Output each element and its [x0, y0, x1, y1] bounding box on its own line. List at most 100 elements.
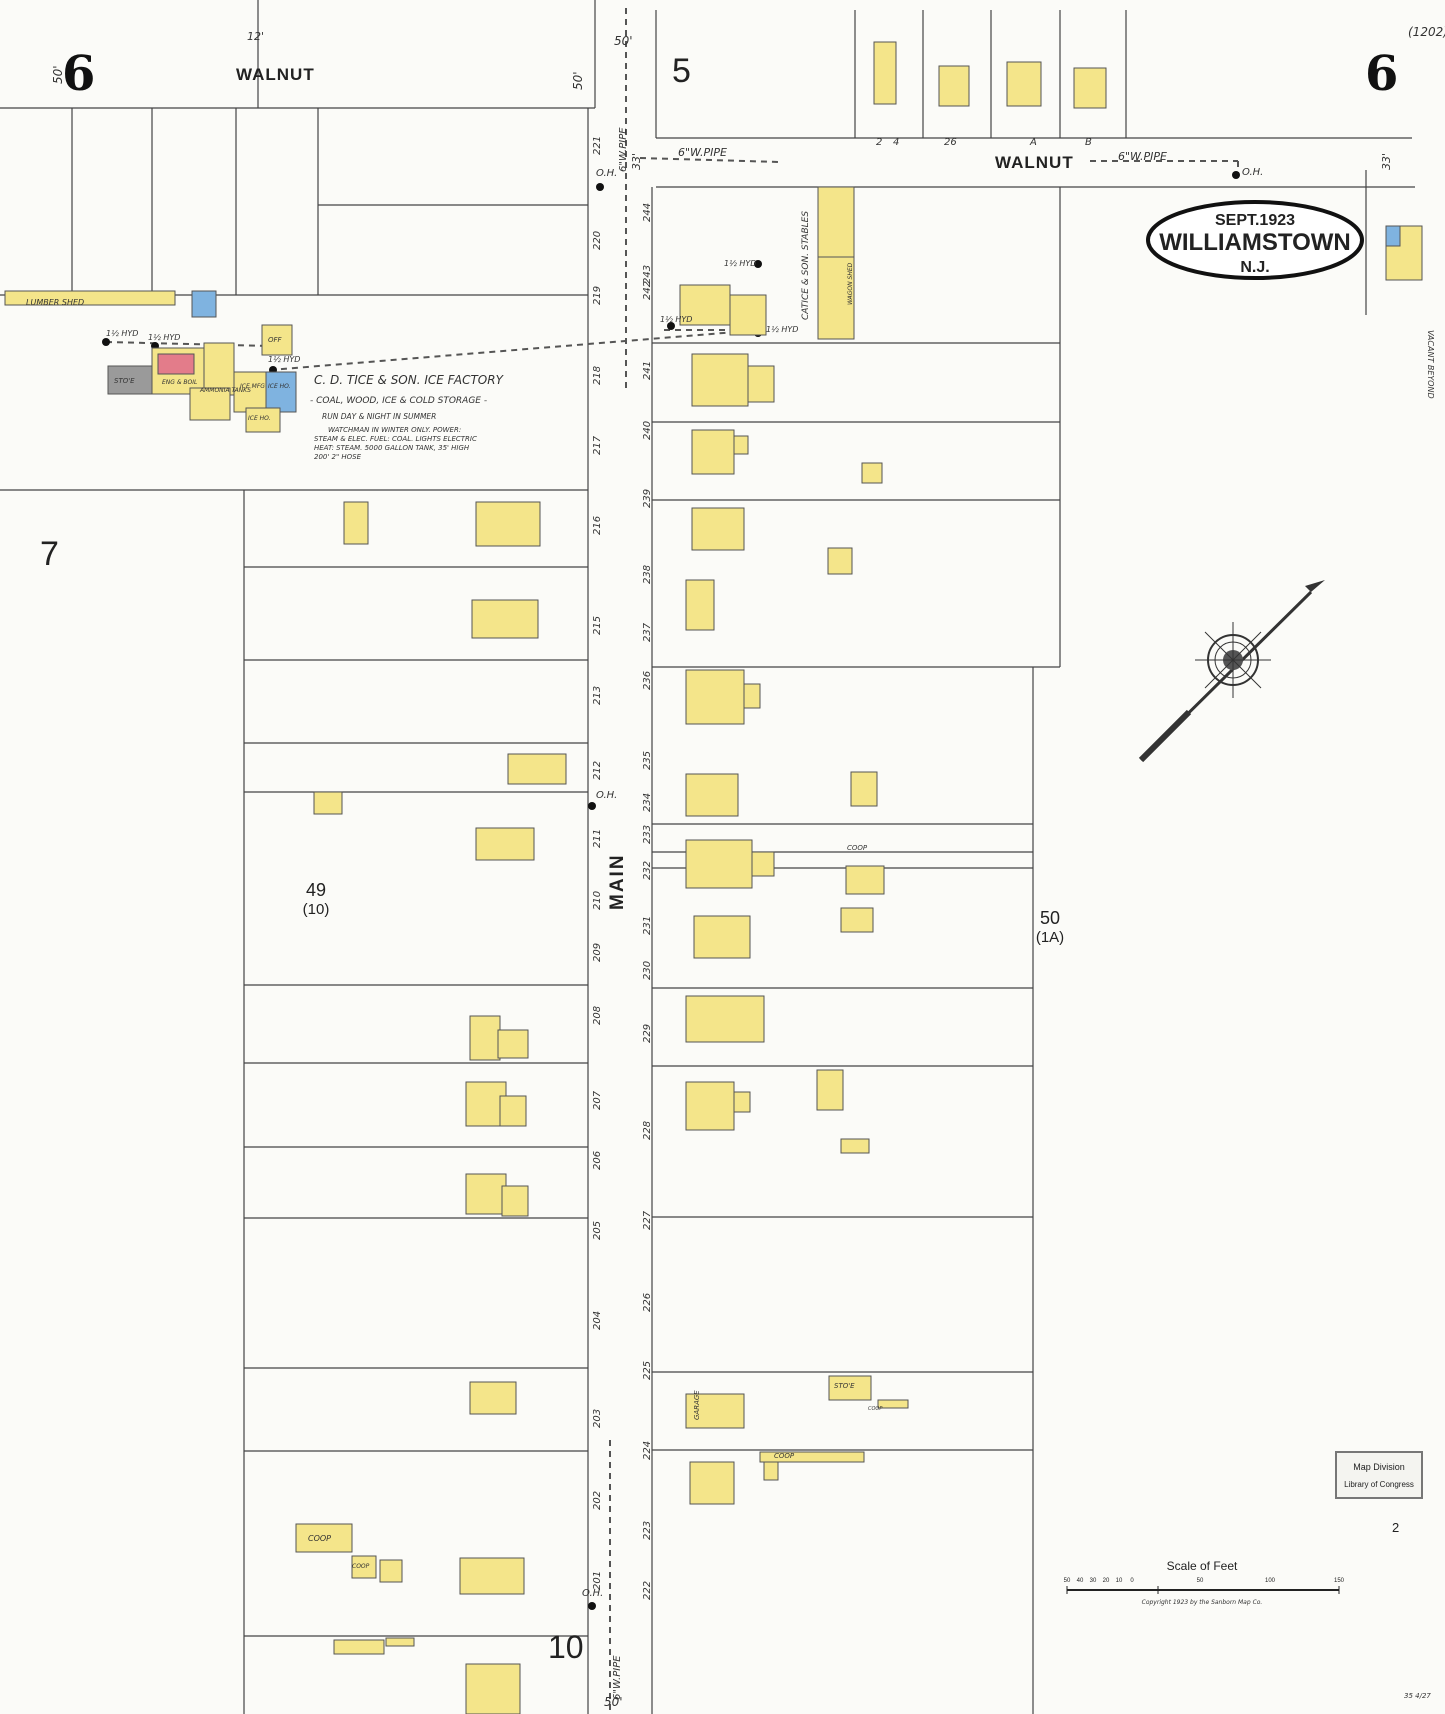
- sheet-corner-ref: (1202): [1408, 25, 1445, 39]
- block-5-label: 5: [672, 52, 691, 90]
- oh-label-2: O.H.: [1242, 167, 1263, 178]
- building-58: [499, 1095, 527, 1127]
- factory-name: C. D. TICE & SON. ICE FACTORY: [314, 373, 505, 387]
- house-number-west-19: 201: [592, 1571, 603, 1590]
- house-number-west-4: 217: [592, 435, 603, 455]
- building-label-1: STO'E: [114, 377, 135, 385]
- house-number-east-15: 229: [642, 1024, 653, 1043]
- building-51: [471, 599, 539, 639]
- building-32: [850, 771, 878, 807]
- building-34: [751, 851, 775, 877]
- house-number-east-6: 238: [642, 565, 653, 584]
- building-28: [685, 579, 715, 631]
- oh-label-1: O.H.: [596, 168, 617, 179]
- building-23: [691, 429, 735, 475]
- house-number-west-9: 211: [592, 829, 603, 848]
- house-number-west-17: 203: [592, 1409, 603, 1428]
- building-label-5: ICE HO.: [268, 383, 291, 390]
- building-66: [333, 1639, 385, 1655]
- house-number-east-9: 235: [642, 751, 653, 770]
- block-lines: [0, 0, 1415, 1714]
- building-27: [861, 462, 883, 484]
- walnut-number-4: B: [1085, 137, 1092, 148]
- building-15: [265, 371, 297, 413]
- building-6: [4, 290, 176, 306]
- building-22: [747, 365, 775, 403]
- house-number-east-16: 228: [642, 1121, 653, 1140]
- house-number-west-15: 205: [592, 1221, 603, 1240]
- factory-subtitle: - COAL, WOOD, ICE & COLD STORAGE -: [310, 396, 487, 406]
- house-number-east-18: 226: [642, 1293, 653, 1312]
- building-52: [507, 753, 567, 785]
- garage-label: GARAGE: [693, 1390, 701, 1420]
- building-label-7: OFF: [268, 336, 283, 344]
- house-number-west-18: 202: [592, 1491, 603, 1510]
- building-43: [828, 1375, 872, 1401]
- scale-tick-3: 20: [1103, 1578, 1110, 1584]
- factory-hours: RUN DAY & NIGHT IN SUMMER: [322, 412, 436, 421]
- building-label-11: COOP: [774, 1452, 795, 1460]
- width-33-b: 33': [1380, 153, 1393, 170]
- building-9: [107, 365, 153, 395]
- house-number-west-11: 209: [592, 943, 603, 962]
- oh-label-4: O.H.: [582, 1588, 603, 1599]
- corner-tiny-note: 35 4/27: [1404, 1692, 1431, 1700]
- house-number-west-8: 212: [592, 761, 603, 780]
- house-number-west-12: 208: [592, 1006, 603, 1025]
- building-61: [469, 1381, 517, 1415]
- building-7: [191, 290, 217, 318]
- sheet-number-right: 6: [1365, 46, 1398, 102]
- vacant-beyond: VACANT BEYOND: [1426, 330, 1435, 399]
- building-40: [733, 1091, 751, 1113]
- hyd-label-1: 1½ HYD: [724, 259, 756, 268]
- house-number-east-17: 227: [642, 1210, 653, 1230]
- building-59: [465, 1173, 507, 1215]
- house-number-east-21: 223: [642, 1521, 653, 1540]
- compass-rose: [1138, 580, 1325, 763]
- house-number-east-7: 237: [642, 622, 653, 642]
- building-57: [465, 1081, 507, 1127]
- house-number-east-14: 230: [642, 961, 653, 980]
- building-12: [203, 342, 235, 396]
- pipe-label-main: 6"W.PIPE: [618, 127, 629, 172]
- hyd-label-3: 1½ HYD: [106, 329, 138, 338]
- cartouche-state: N.J.: [1240, 259, 1269, 276]
- house-numbers: 2212202192182172162152132122112102092082…: [592, 136, 1092, 1600]
- house-number-west-14: 206: [592, 1151, 603, 1170]
- building-21: [691, 353, 749, 407]
- building-14: [233, 371, 271, 413]
- building-67: [385, 1637, 415, 1647]
- walnut-number-3: A: [1029, 137, 1037, 148]
- sheet-number-left: 6: [62, 46, 95, 102]
- building-41: [816, 1069, 844, 1111]
- width-12: 12': [247, 30, 264, 43]
- scale-copyright: Copyright 1923 by the Sanborn Map Co.: [1142, 1599, 1263, 1606]
- building-26: [827, 547, 853, 575]
- building-44: [877, 1399, 909, 1409]
- building-62: [295, 1523, 353, 1553]
- building-46: [759, 1451, 865, 1463]
- block-49-number: 49: [306, 880, 326, 900]
- house-number-east-4: 240: [642, 421, 653, 440]
- house-number-east-1: 243: [642, 265, 653, 284]
- building-16: [245, 407, 281, 433]
- building-37: [693, 915, 751, 959]
- block-50-sub: (1A): [1036, 929, 1064, 946]
- building-42: [840, 1138, 870, 1154]
- block-49-sub: (10): [303, 901, 330, 918]
- factory-note-3: HEAT: STEAM. 5000 GALLON TANK, 35' HIGH: [314, 444, 470, 452]
- building-label-6: ICE HO.: [248, 415, 271, 422]
- building-17: [817, 186, 855, 258]
- building-56: [497, 1029, 529, 1059]
- house-number-west-7: 213: [592, 686, 603, 705]
- pipe-label-walnut: 6"W.PIPE: [678, 146, 727, 159]
- house-number-west-1: 220: [592, 231, 603, 250]
- block-7-label: 7: [40, 535, 59, 573]
- hyd-label-6: 1½ HYD: [766, 325, 798, 334]
- house-number-west-0: 221: [592, 136, 603, 155]
- building-53: [313, 791, 343, 815]
